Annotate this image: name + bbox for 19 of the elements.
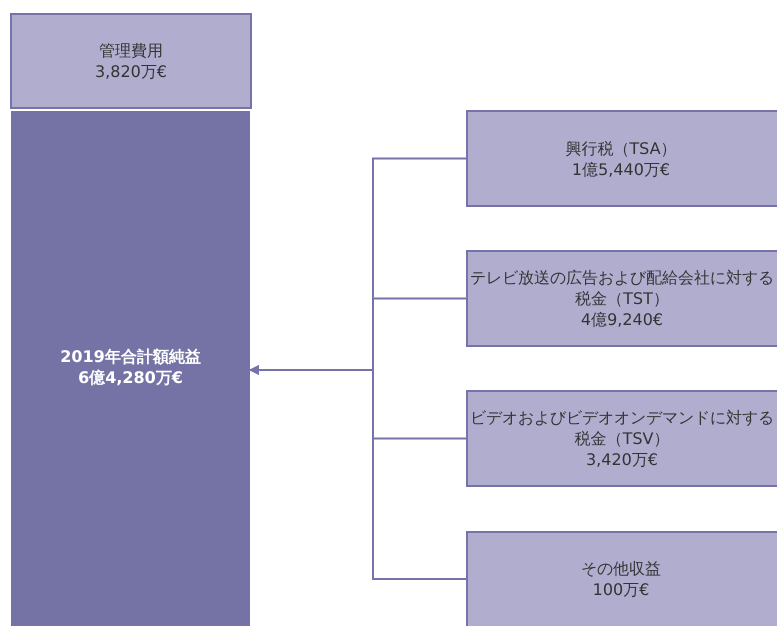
- revenue-box: [466, 390, 777, 487]
- income-bar: [11, 111, 250, 626]
- box-label: 興行税（TSA）: [565, 138, 677, 158]
- box-label: その他収益: [581, 558, 661, 579]
- revenue-box: [466, 531, 777, 626]
- amount-label: 3,420万€: [586, 449, 658, 470]
- box-label: 管理費用: [99, 40, 163, 61]
- arrow: [249, 365, 466, 580]
- amount-label: 3,820万€: [95, 61, 167, 82]
- amount-label: 6億4,280万€: [78, 367, 183, 388]
- box-label: ビデオおよびビデオオンデマンドに対する税金（TSV）: [469, 407, 775, 449]
- box-label: テレビ放送の広告および配給会社に対する税金（TST）: [469, 267, 775, 309]
- amount-label: 1億5,440万€: [572, 158, 670, 180]
- amount-label: 4億9,240€: [580, 309, 664, 330]
- amount-label: 100万€: [592, 579, 650, 600]
- cost-box: [10, 13, 252, 109]
- box-label: 2019年合計額純益: [60, 346, 201, 367]
- revenue-box: [466, 250, 777, 347]
- revenue-box: [466, 110, 777, 207]
